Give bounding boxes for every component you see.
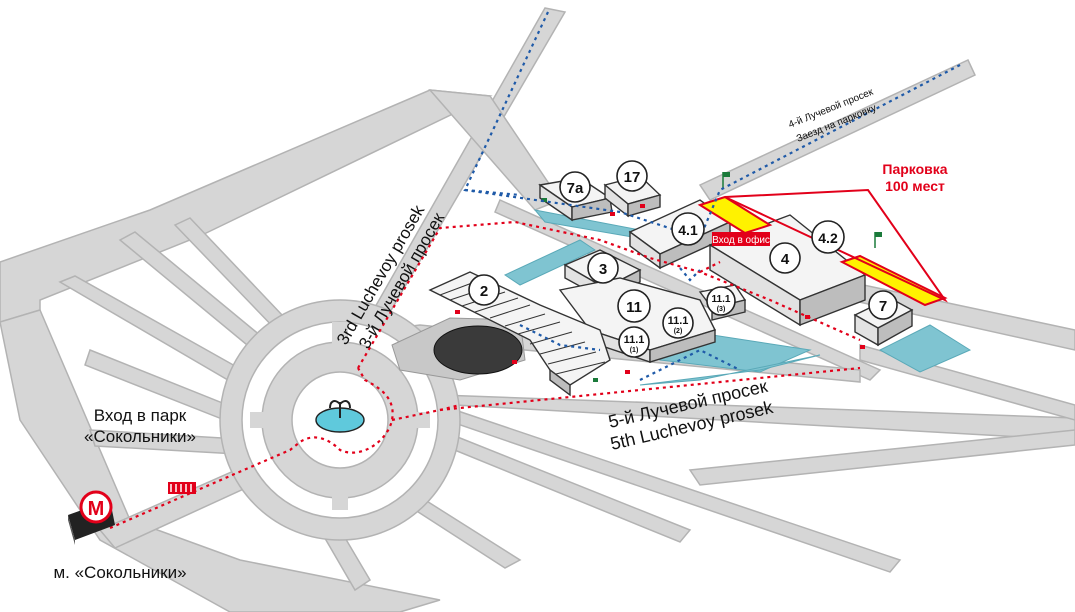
- parking-label-1: Парковка: [882, 161, 947, 177]
- walking-route: [109, 220, 861, 530]
- pavilion-11-1-1-label: 11.1: [624, 334, 645, 346]
- pavilion-4-2-label: 4.2: [818, 230, 838, 246]
- metro-station-label: м. «Сокольники»: [53, 563, 186, 582]
- pavilion-labels: 7а 17 4.1 4 4.2 3 2 11 11.1 (1) 11.1 (2)…: [468, 160, 898, 358]
- pavilion-7a-label: 7а: [567, 180, 584, 197]
- fountain-icon: [315, 400, 365, 433]
- pavilion-11-1-2-label: 11.1: [668, 315, 689, 327]
- pavilion-11-1-1-sub: (1): [630, 347, 639, 354]
- arena: [433, 325, 523, 375]
- road-expo-inner: [494, 199, 882, 381]
- pond-south: [639, 354, 821, 386]
- pavilion-3-label: 3: [599, 261, 607, 278]
- pavilion-7-side: [877, 308, 913, 347]
- pavilion-11-label: 11: [626, 299, 642, 316]
- pond-north: [503, 239, 597, 286]
- park-entrance-label-2: «Сокольники»: [84, 427, 196, 446]
- road-bottom-right: [688, 429, 1075, 486]
- parking-label-2: 100 мест: [885, 178, 945, 194]
- pavilion-17-label: 17: [624, 169, 641, 186]
- turnstile-icon: [168, 482, 196, 494]
- road-4th-prosek: [698, 59, 976, 201]
- park-entrance-label-1: Вход в парк: [94, 406, 187, 425]
- water-areas: [503, 209, 972, 386]
- flag-icon: [722, 172, 882, 248]
- pavilion-4-side: [799, 273, 866, 327]
- pavilion-11-1-3-label: 11.1: [712, 294, 731, 305]
- pavilion-2-label: 2: [480, 283, 488, 300]
- pavilion-4-label: 4: [781, 251, 790, 268]
- car-route: [463, 11, 961, 381]
- metro-symbol: M: [88, 498, 105, 520]
- pond-east: [878, 324, 972, 373]
- pavilion-11-1-3-sub: (3): [717, 306, 726, 313]
- pavilion-11-side: [649, 329, 716, 363]
- office-entrance-label: Вход в офис: [712, 234, 770, 246]
- metro-icon: [79, 490, 113, 524]
- pavilion-4-1-label: 4.1: [678, 222, 698, 238]
- pavilion-11-1-2-sub: (2): [674, 328, 683, 335]
- pavilion-7-label: 7: [879, 298, 887, 315]
- metro-entrance: M: [68, 490, 115, 545]
- office-entrance-tag: Вход в офис: [712, 232, 770, 246]
